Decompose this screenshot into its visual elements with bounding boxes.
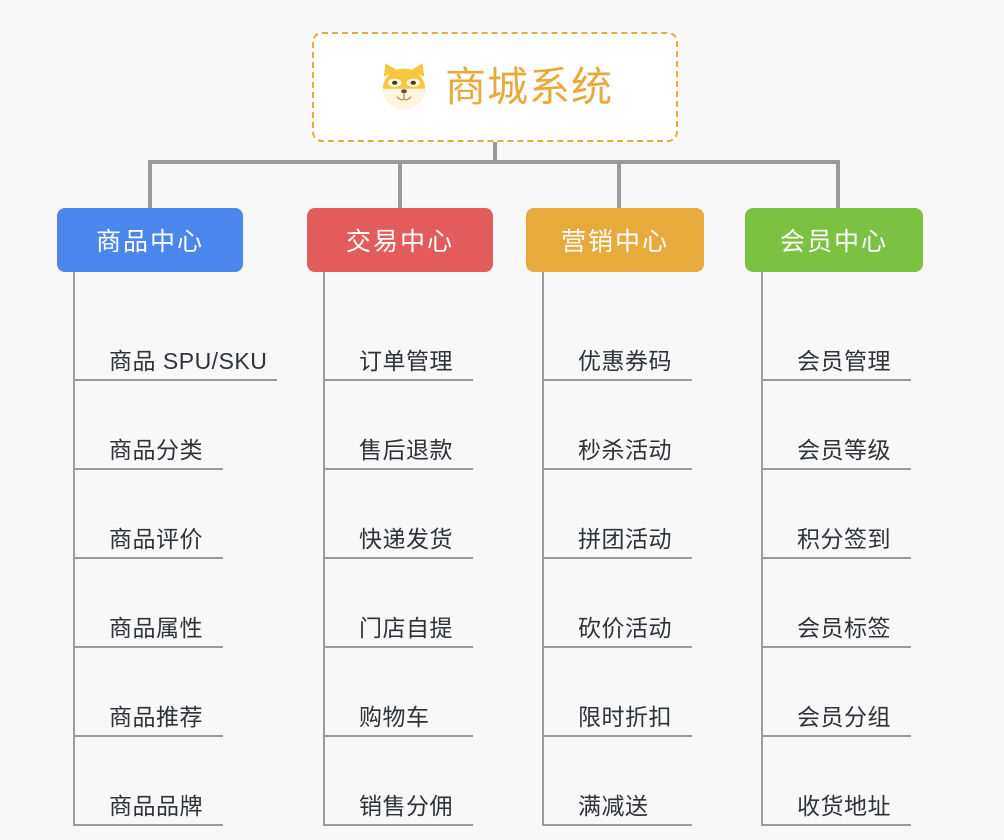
leaf-item[interactable]: 售后退款	[323, 381, 473, 470]
leaf-item[interactable]: 商品品牌	[73, 737, 223, 826]
connector-drop-3	[617, 160, 621, 208]
leaf-label: 商品分类	[109, 437, 203, 464]
leaf-item[interactable]: 会员管理	[761, 292, 911, 381]
branch-column-4: 会员中心 会员管理 会员等级 积分签到 会员标签 会员分组 收货地址	[745, 208, 923, 826]
leaf-label: 砍价活动	[578, 615, 672, 642]
leaf-label: 会员管理	[797, 348, 891, 375]
leaf-label: 商品 SPU/SKU	[109, 348, 268, 375]
leaf-item[interactable]: 优惠券码	[542, 292, 692, 381]
branch-column-3: 营销中心 优惠券码 秒杀活动 拼团活动 砍价活动 限时折扣 满减送	[526, 208, 704, 826]
branch-header-label-2: 交易中心	[345, 228, 454, 256]
connector-root-stem	[493, 142, 497, 162]
leaf-item[interactable]: 限时折扣	[542, 648, 692, 737]
leaf-label: 门店自提	[359, 615, 453, 642]
leaf-label: 售后退款	[359, 437, 453, 464]
branch-header-2[interactable]: 交易中心	[307, 208, 493, 272]
leaf-item[interactable]: 销售分佣	[323, 737, 473, 826]
leaf-label: 商品评价	[109, 526, 203, 553]
leaf-label: 快递发货	[359, 526, 453, 553]
leaf-label: 销售分佣	[359, 793, 453, 820]
leaf-item[interactable]: 购物车	[323, 648, 473, 737]
branch-rail-2	[323, 272, 325, 826]
leaf-list-2: 订单管理 售后退款 快递发货 门店自提 购物车 销售分佣	[323, 272, 493, 826]
branch-rail-3	[542, 272, 544, 826]
branch-header-4[interactable]: 会员中心	[745, 208, 923, 272]
leaf-label: 积分签到	[797, 526, 891, 553]
shiba-dog-icon	[382, 63, 426, 109]
leaf-label: 商品属性	[109, 615, 203, 642]
leaf-label: 会员等级	[797, 437, 891, 464]
leaf-list-1: 商品 SPU/SKU 商品分类 商品评价 商品属性 商品推荐 商品品牌	[73, 272, 278, 826]
branch-header-3[interactable]: 营销中心	[526, 208, 704, 272]
leaf-label: 会员分组	[797, 704, 891, 731]
leaf-item[interactable]: 拼团活动	[542, 470, 692, 559]
branch-header-1[interactable]: 商品中心	[57, 208, 243, 272]
leaf-label: 拼团活动	[578, 526, 672, 553]
leaf-item[interactable]: 商品分类	[73, 381, 223, 470]
leaf-label: 订单管理	[359, 348, 453, 375]
branch-column-2: 交易中心 订单管理 售后退款 快递发货 门店自提 购物车 销售分佣	[307, 208, 493, 826]
leaf-item[interactable]: 门店自提	[323, 559, 473, 648]
leaf-item[interactable]: 商品 SPU/SKU	[73, 292, 278, 381]
connector-drop-4	[836, 160, 840, 208]
connector-horizontal-bus	[150, 160, 840, 164]
root-title: 商城系统	[445, 63, 613, 110]
leaf-label: 秒杀活动	[578, 437, 672, 464]
leaf-item[interactable]: 秒杀活动	[542, 381, 692, 470]
branch-column-1: 商品中心 商品 SPU/SKU 商品分类 商品评价 商品属性 商品推荐 商品品牌	[57, 208, 278, 826]
leaf-item[interactable]: 会员等级	[761, 381, 911, 470]
connector-drop-1	[148, 160, 152, 208]
leaf-label: 商品品牌	[109, 793, 203, 820]
branch-rail-1	[73, 272, 75, 826]
leaf-label: 满减送	[578, 793, 649, 820]
leaf-item[interactable]: 会员标签	[761, 559, 911, 648]
leaf-label: 限时折扣	[578, 704, 672, 731]
leaf-item[interactable]: 商品评价	[73, 470, 223, 559]
leaf-label: 收货地址	[797, 793, 891, 820]
leaf-item[interactable]: 会员分组	[761, 648, 911, 737]
leaf-item[interactable]: 收货地址	[761, 737, 911, 826]
leaf-label: 购物车	[359, 704, 430, 731]
branch-header-label-3: 营销中心	[560, 228, 669, 256]
leaf-item[interactable]: 商品推荐	[73, 648, 223, 737]
leaf-item[interactable]: 快递发货	[323, 470, 473, 559]
root-node[interactable]: 商城系统	[312, 32, 678, 142]
connector-drop-2	[398, 160, 402, 208]
branch-rail-4	[761, 272, 763, 826]
branch-header-label-4: 会员中心	[779, 228, 888, 256]
leaf-item[interactable]: 订单管理	[323, 292, 473, 381]
leaf-item[interactable]: 砍价活动	[542, 559, 692, 648]
leaf-label: 会员标签	[797, 615, 891, 642]
leaf-label: 商品推荐	[109, 704, 203, 731]
leaf-label: 优惠券码	[578, 348, 672, 375]
leaf-item[interactable]: 满减送	[542, 737, 692, 826]
branch-header-label-1: 商品中心	[95, 228, 204, 256]
leaf-item[interactable]: 商品属性	[73, 559, 223, 648]
leaf-list-3: 优惠券码 秒杀活动 拼团活动 砍价活动 限时折扣 满减送	[542, 272, 704, 826]
leaf-list-4: 会员管理 会员等级 积分签到 会员标签 会员分组 收货地址	[761, 272, 923, 826]
leaf-item[interactable]: 积分签到	[761, 470, 911, 559]
